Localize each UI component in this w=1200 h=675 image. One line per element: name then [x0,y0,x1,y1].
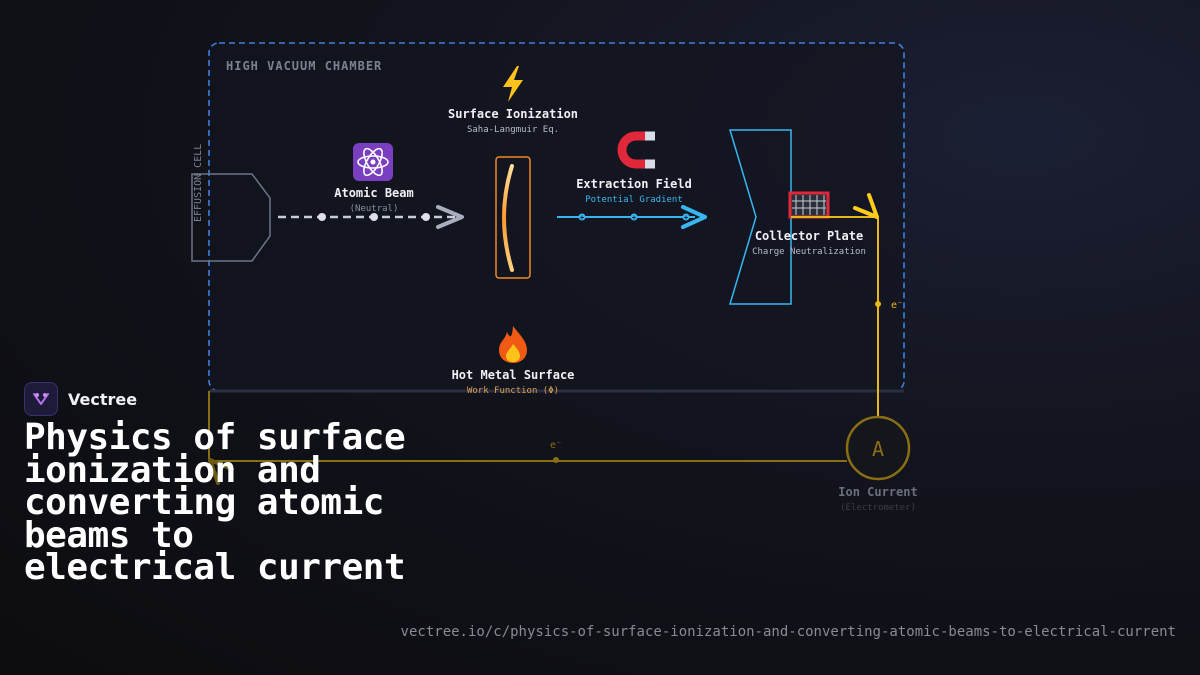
hot-metal-surface-title: Hot Metal Surface [452,368,575,382]
electron-label-right: e⁻ [891,300,903,311]
electron-right [875,301,881,307]
ion-current-title: Ion Current [838,485,917,499]
page-title: Physics of surface ionization and conver… [24,417,406,588]
extraction-field-subtitle: Potential Gradient [585,195,683,205]
effusion-cell [191,173,271,262]
atomic-beam-subtitle: (Neutral) [350,204,399,214]
page-url[interactable]: vectree.io/c/physics-of-surface-ionizati… [400,624,1176,640]
magnet-icon [617,131,655,169]
neutral-atom [318,213,326,221]
neutral-atom [422,213,430,221]
extraction-field-title: Extraction Field [576,177,692,191]
ion-current-subtitle: (Electrometer) [840,503,916,513]
neutral-atom [370,213,378,221]
electron-bottom [553,457,559,463]
effusion-cell-label: EFFUSION CELL [193,144,204,222]
goal-net-icon [788,191,830,219]
atomic-beam-title: Atomic Beam [334,186,413,200]
ammeter-symbol: A [872,437,884,461]
surface-ionization-title: Surface Ionization [448,107,578,121]
collector-plate-subtitle: Charge Neutralization [752,247,866,257]
svg-text:+: + [580,214,584,222]
hot-surface-filament [502,164,514,272]
hot-metal-surface-subtitle: Work Function (Φ) [467,386,559,396]
fire-icon [499,326,527,363]
ion: + [682,213,690,222]
svg-text:+: + [632,214,636,222]
lightning-icon [503,66,523,102]
ammeter [845,415,911,481]
neutral-beam-arrowhead [436,205,464,229]
electron-label-bottom: e⁻ [550,440,562,451]
collector-plate [728,129,792,305]
brand[interactable]: Vectree [24,382,137,416]
surface-ionization-subtitle: Saha-Langmuir Eq. [467,125,559,135]
brand-name: Vectree [68,389,138,409]
ion: + [630,213,638,222]
hot-surface-frame [495,156,531,279]
collector-plate-title: Collector Plate [755,229,863,243]
ion-beam-arrowhead [681,205,707,229]
atom-icon [353,143,393,181]
chamber-label: HIGH VACUUM CHAMBER [226,59,382,73]
circuit-arrowhead-right [853,193,879,219]
ion: + [578,213,586,222]
svg-text:+: + [684,214,688,222]
circuit-arrowhead-bottom [208,458,234,485]
vectree-logo-icon [24,382,58,416]
